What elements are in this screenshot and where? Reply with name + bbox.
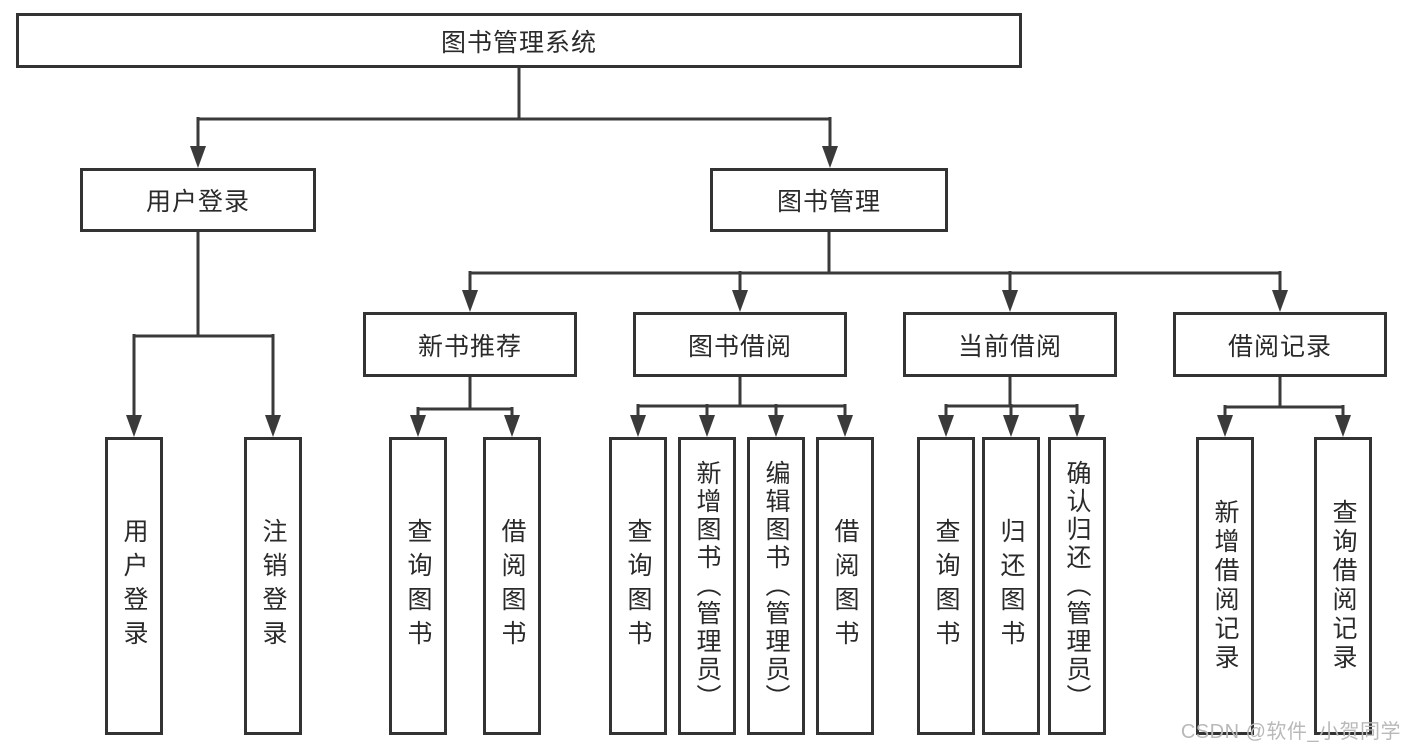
- new-book-connectors: [410, 377, 520, 437]
- node-label: 用户登录: [120, 518, 148, 654]
- node-label: 借阅图书: [498, 518, 526, 654]
- node-label: 当前借阅: [957, 332, 1062, 361]
- node-label: 借阅图书: [831, 518, 859, 654]
- node-query-borrow-record: 查询借阅记录: [1314, 437, 1372, 735]
- node-label: 图书借阅: [687, 332, 792, 361]
- node-query-books-current: 查询图书: [917, 437, 975, 735]
- current-borrow-connectors: [938, 377, 1085, 437]
- node-label: 新书推荐: [417, 332, 522, 361]
- node-book-management: 图书管理: [710, 168, 948, 232]
- node-label: 查询图书: [624, 518, 652, 654]
- node-book-borrow: 图书借阅: [633, 312, 847, 377]
- node-query-books-borrow: 查询图书: [609, 437, 667, 735]
- node-edit-books-admin: 编辑图书（管理员）: [747, 437, 805, 735]
- root-connectors: [190, 68, 838, 168]
- node-borrow-books: 借阅图书: [816, 437, 874, 735]
- node-label: 查询图书: [404, 518, 432, 654]
- node-library-system: 图书管理系统: [16, 13, 1022, 68]
- node-add-books-admin: 新增图书（管理员）: [678, 437, 736, 735]
- node-label: 查询借阅记录: [1329, 499, 1357, 673]
- book-borrow-connectors: [630, 377, 853, 437]
- node-label: 注销登录: [259, 518, 287, 654]
- node-label: 查询图书: [932, 518, 960, 654]
- node-add-borrow-record: 新增借阅记录: [1196, 437, 1254, 735]
- book-management-connectors: [462, 232, 1288, 312]
- node-label: 新增借阅记录: [1211, 499, 1239, 673]
- node-borrow-books-recommend: 借阅图书: [483, 437, 541, 735]
- node-query-books-recommend: 查询图书: [389, 437, 447, 735]
- csdn-watermark: CSDN @软件_小贺同学: [1180, 721, 1401, 743]
- node-logout: 注销登录: [244, 437, 302, 735]
- node-return-books: 归还图书: [982, 437, 1040, 735]
- node-new-book-recommend: 新书推荐: [363, 312, 577, 377]
- node-login: 用户登录: [105, 437, 163, 735]
- node-confirm-return-admin: 确认归还（管理员）: [1048, 437, 1106, 735]
- node-label: 图书管理: [776, 188, 881, 216]
- node-label: 图书管理系统: [440, 28, 597, 57]
- node-label: 归还图书: [997, 518, 1025, 654]
- node-label: 借阅记录: [1227, 332, 1332, 361]
- borrow-record-connectors: [1217, 377, 1351, 437]
- node-label: 用户登录: [145, 188, 250, 216]
- node-label: 确认归还（管理员）: [1063, 460, 1091, 712]
- user-login-connectors: [126, 232, 281, 437]
- node-label: 编辑图书（管理员）: [762, 460, 790, 712]
- node-current-borrow: 当前借阅: [903, 312, 1117, 377]
- node-label: 新增图书（管理员）: [693, 460, 721, 712]
- node-borrow-records: 借阅记录: [1173, 312, 1387, 377]
- node-user-login: 用户登录: [80, 168, 316, 232]
